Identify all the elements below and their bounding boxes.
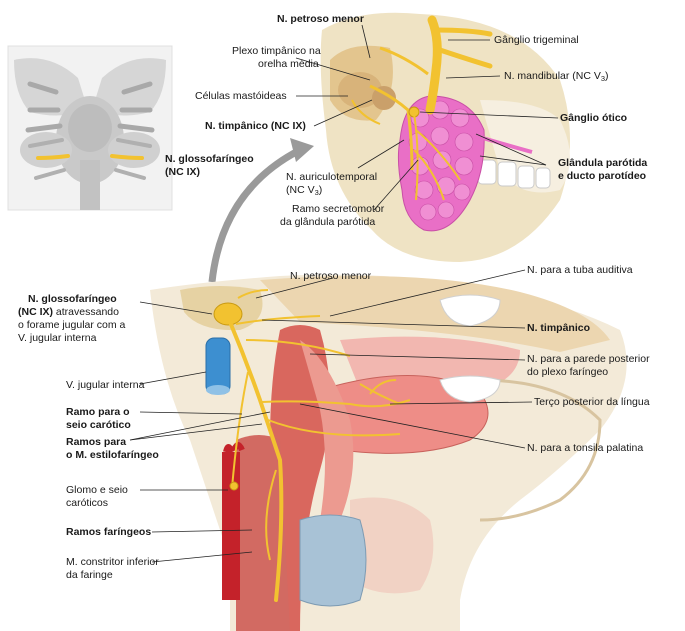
label-n-mandibular: N. mandibular (NC V3) bbox=[504, 70, 609, 85]
label-n-timpanico-mid: N. timpânico bbox=[527, 322, 591, 334]
glossopharyngeal-highlight-right bbox=[110, 154, 144, 160]
glossopharyngeal-highlight-left bbox=[36, 154, 70, 160]
brainstem-inset bbox=[7, 45, 173, 211]
label-n-timpanico-top: N. timpânico (NC IX) bbox=[205, 120, 306, 132]
label-ganglio-trigeminal: Gânglio trigeminal bbox=[494, 34, 579, 46]
label-celulas-mastoideas: Células mastóideas bbox=[195, 90, 287, 102]
label-ramo-secretomotor-2: da glândula parótida bbox=[280, 216, 376, 228]
label-n-auriculotemporal-1: N. auriculotemporal bbox=[286, 171, 378, 183]
label-n-mandibular-text: N. mandibular (NC V bbox=[504, 70, 601, 82]
carotid-artery bbox=[222, 452, 240, 600]
label-ramos-estilofaringeo-1: Ramos para bbox=[66, 436, 127, 448]
leader-lines bbox=[129, 24, 559, 563]
label-terco-posterior: Terço posterior da língua bbox=[534, 396, 650, 408]
label-glomo-seio-2: caróticos bbox=[66, 497, 109, 509]
label-n-auriculotemporal-2-text: (NC V bbox=[286, 184, 315, 196]
label-ramo-seio-carotico-1: Ramo para o bbox=[66, 406, 130, 418]
label-n-glossofaringeo-main-3: o forame jugular com a bbox=[18, 319, 126, 331]
thyroid-cartilage bbox=[299, 514, 367, 607]
label-ramo-seio-carotico-2: seio carótico bbox=[66, 419, 131, 431]
label-n-tuba-auditiva: N. para a tuba auditiva bbox=[527, 264, 633, 276]
label-n-glossofaringeo-main-2: (NC IX) atravessando bbox=[18, 306, 119, 318]
label-n-auriculotemporal-2: (NC V3) bbox=[286, 184, 322, 199]
label-glandula-parotida-1: Glândula parótida bbox=[558, 157, 648, 169]
label-ramo-secretomotor-1: Ramo secretomotor bbox=[292, 203, 385, 215]
label-n-petroso-menor-top: N. petroso menor bbox=[277, 13, 364, 25]
glossopharyngeal-nerve bbox=[228, 320, 284, 602]
label-ramos-estilofaringeo-2: o M. estilofaríngeo bbox=[66, 449, 159, 461]
label-n-auriculotemporal-close: ) bbox=[318, 184, 323, 196]
label-n-auriculotemporal-sub: 3 bbox=[314, 188, 319, 197]
label-n-parede-posterior-2: do plexo faríngeo bbox=[527, 366, 609, 378]
label-plexo-timpanico-1: Plexo timpânico na bbox=[232, 45, 321, 57]
label-m-constritor-2: da faringe bbox=[66, 569, 113, 581]
label-n-parede-posterior-1: N. para a parede posterior bbox=[527, 353, 650, 365]
teeth bbox=[477, 159, 551, 189]
label-n-mandibular-sub: 3 bbox=[600, 74, 606, 83]
label-m-constritor-1: M. constritor inferior bbox=[66, 556, 159, 568]
label-ganglio-otico: Gânglio ótico bbox=[560, 112, 628, 124]
magnification-arrow bbox=[208, 146, 302, 283]
label-n-glossofaringeo-main-1: N. glossofaríngeo bbox=[28, 293, 117, 305]
label-glandula-parotida-2: e ducto parotídeo bbox=[558, 170, 647, 182]
label-n-petroso-menor-mid: N. petroso menor bbox=[290, 270, 372, 282]
label-n-tonsila-palatina: N. para a tonsila palatina bbox=[527, 442, 644, 454]
label-ramos-faringeos: Ramos faríngeos bbox=[66, 526, 152, 538]
label-n-glossofaringeo-main-2a: (NC IX) bbox=[18, 306, 53, 318]
label-n-glossofaringeo-top-2: (NC IX) bbox=[165, 166, 200, 178]
jugular-foramen-ganglion bbox=[213, 302, 243, 326]
label-v-jugular-interna: V. jugular interna bbox=[66, 379, 145, 391]
label-n-glossofaringeo-main-4: V. jugular interna bbox=[18, 332, 97, 344]
label-glomo-seio-1: Glomo e seio bbox=[66, 484, 128, 496]
head-neck-sagittal bbox=[150, 274, 627, 631]
label-n-glossofaringeo-top-1: N. glossofaríngeo bbox=[165, 153, 254, 165]
label-n-mandibular-close: ) bbox=[605, 70, 609, 82]
label-n-glossofaringeo-main-2b: atravessando bbox=[53, 306, 119, 318]
label-plexo-timpanico-2: orelha média bbox=[258, 58, 319, 70]
